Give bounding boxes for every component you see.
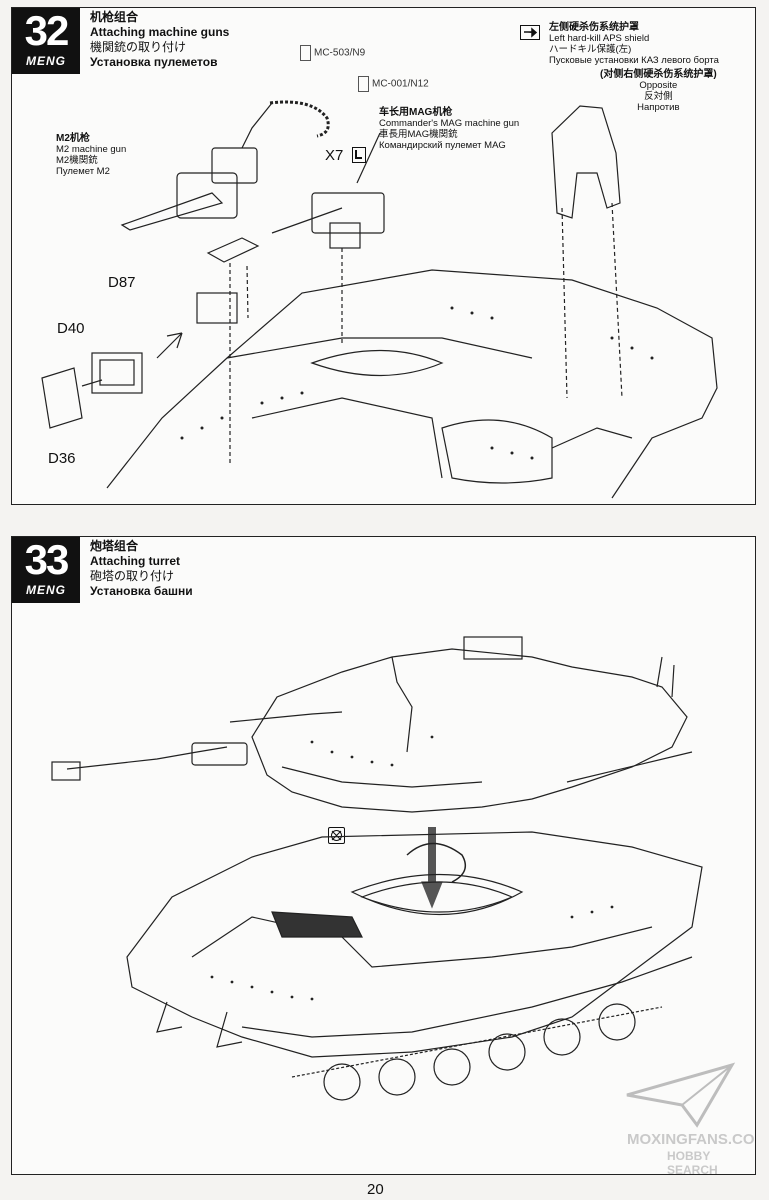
step-32-badge: 32 MENG [12,8,80,74]
title-en: Attaching turret [90,554,180,568]
title-zh: 机枪组合 [90,10,139,24]
step-33-title: 炮塔组合 Attaching turret 砲塔の取り付け Установка … [90,539,193,599]
page-number: 20 [367,1181,384,1198]
quantity-x7: X7 [325,147,344,164]
no-glue-icon [328,827,345,844]
m2-label: M2机枪 M2 machine gun M2機関銃 Пулемет М2 [56,133,127,177]
step-32-line-art [41,100,718,499]
watermark-site1: MOXINGFANS.COM [627,1131,756,1148]
step-number: 32 [24,7,70,54]
title-ru: Установка башни [90,584,193,598]
title-en: Attaching machine guns [90,25,230,39]
aps-label: 左侧硬杀伤系统护罩 Left hard-kill APS shield ハードキ… [549,22,719,66]
part-d36: D36 [48,450,76,467]
title-ja: 砲塔の取り付け [90,569,175,583]
glue-icon [520,25,540,40]
opposite-label: (对侧右侧硬杀伤系统护罩) Opposite 反対側 Напротив [600,69,717,113]
cement-icon [352,147,366,163]
mag-label: 车长用MAG机枪 Commander's MAG machine gun 車長用… [379,107,520,151]
part-d87: D87 [108,274,136,291]
paper-plane-logo [626,1062,736,1128]
brand-logo: MENG [26,583,66,597]
part-mc001: MC-001/N12 [358,76,429,92]
step-number: 33 [24,536,70,583]
watermark-site2: HOBBY SEARCH [667,1149,718,1175]
title-ru: Установка пулеметов [90,55,218,69]
title-zh: 炮塔组合 [90,539,139,553]
step-32-title: 机枪组合 Attaching machine guns 機関銃の取り付け Уст… [90,10,229,70]
step-33-badge: 33 MENG [12,537,80,603]
part-mc503: MC-503/N9 [300,45,365,61]
step-32-panel: 32 MENG 机枪组合 Attaching machine guns 機関銃の… [11,7,756,505]
brand-logo: MENG [26,54,66,68]
step-33-panel: 33 MENG 炮塔组合 Attaching turret 砲塔の取り付け Ус… [11,536,756,1175]
title-ja: 機関銃の取り付け [90,40,187,54]
step-33-line-art [51,636,736,1128]
part-d40: D40 [57,320,85,337]
